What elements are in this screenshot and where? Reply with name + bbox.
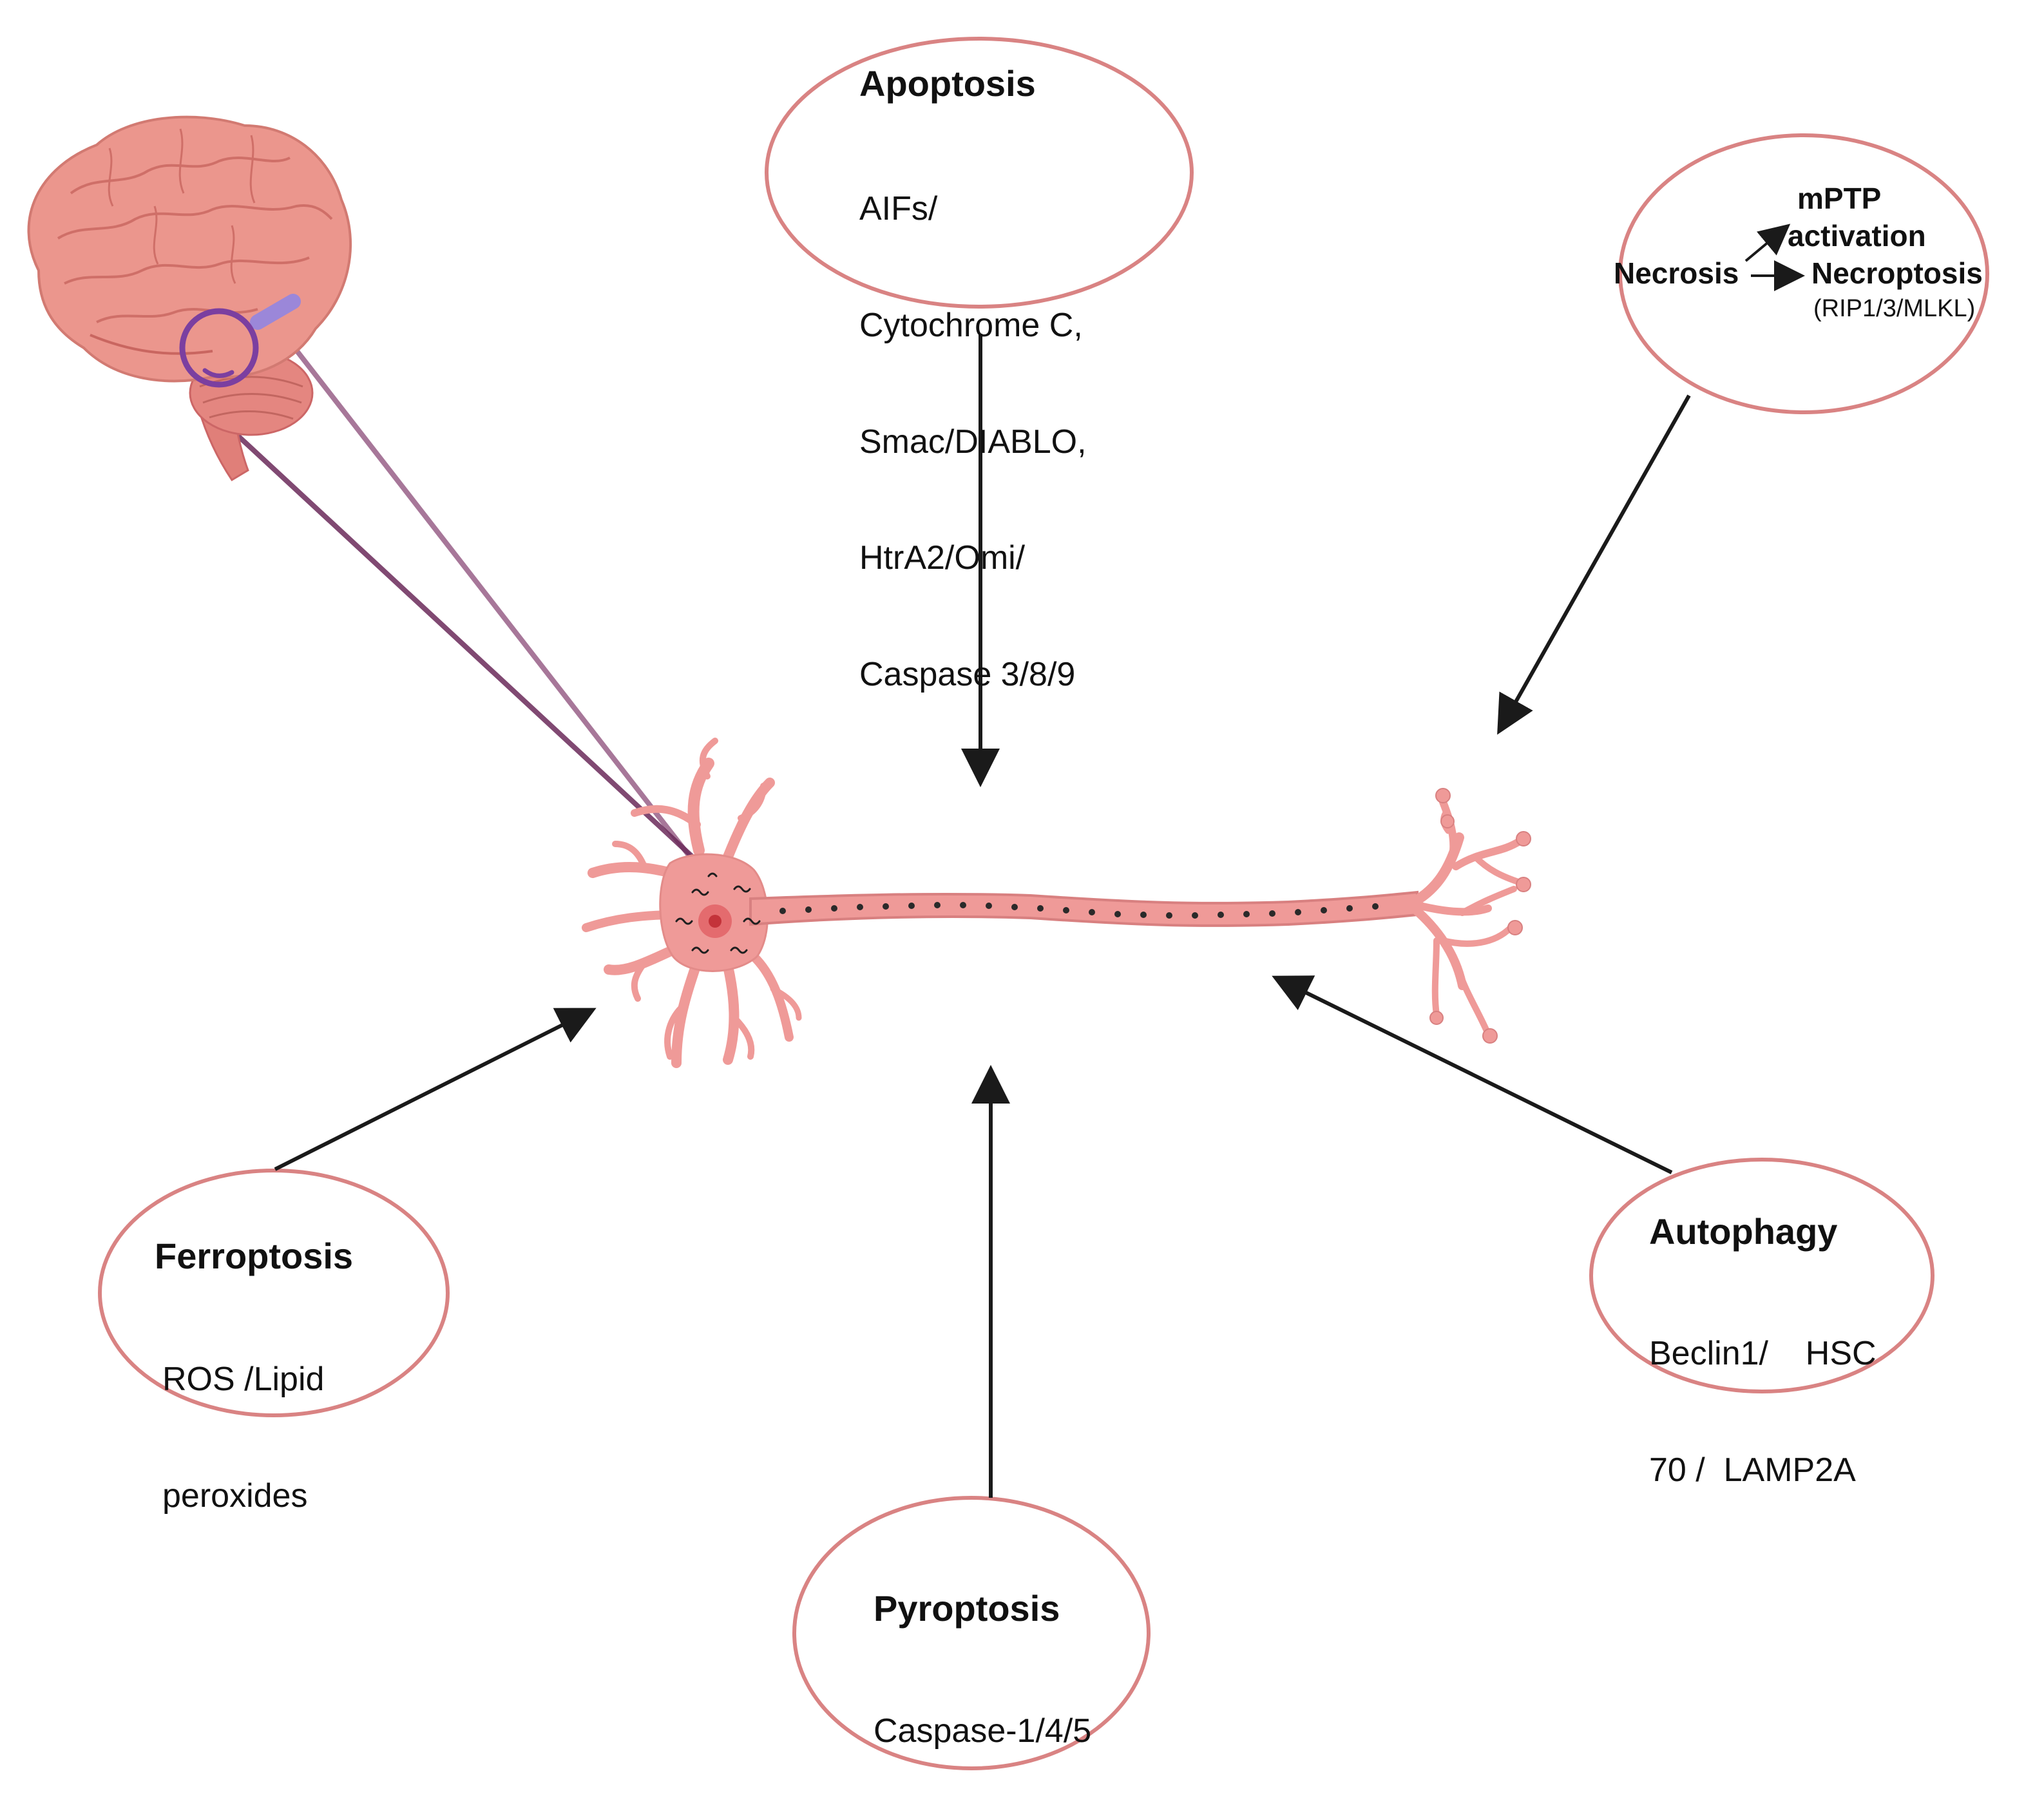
- necrosis-to-mptp-arrow: [1744, 224, 1791, 262]
- autophagy-line: 70 / LAMP2A: [1649, 1451, 1856, 1489]
- apoptosis-line: Caspase 3/8/9: [859, 656, 1076, 694]
- ferroptosis-ellipse: [98, 1169, 450, 1417]
- zoom-line-upper: [274, 323, 695, 862]
- necrosis-arrow: [1497, 394, 1691, 735]
- activation-label: activation: [1788, 219, 1926, 253]
- autophagy-title: Autophagy: [1649, 1211, 1838, 1252]
- autophagy-details: Beclin1/ HSC 70 / LAMP2A: [1649, 1256, 1877, 1528]
- apoptosis-details: AIFs/ Cytochrome C, Smac/DIABLO, HtrA2/O…: [859, 111, 1087, 733]
- ferroptosis-line: ROS /Lipid: [162, 1360, 325, 1398]
- brain-icon: [27, 115, 352, 482]
- apoptosis-title: Apoptosis: [859, 63, 1036, 104]
- autophagy-line: Beclin1/ HSC: [1649, 1334, 1877, 1372]
- necroptosis-label: Necroptosis: [1811, 256, 1983, 290]
- necrosis-label: Necrosis: [1614, 256, 1739, 290]
- mptp-label: mPTP: [1797, 182, 1882, 215]
- apoptosis-line: Cytochrome C,: [859, 306, 1083, 344]
- apoptosis-line: Smac/DIABLO,: [859, 423, 1087, 461]
- ferroptosis-arrow: [274, 1008, 597, 1171]
- autophagy-arrow: [1272, 975, 1673, 1174]
- pyroptosis-ellipse: [792, 1496, 1151, 1770]
- ferroptosis-details: ROS /Lipid peroxides: [162, 1282, 324, 1554]
- apoptosis-ellipse: [765, 37, 1194, 309]
- pyroptosis-details: Caspase-1/4/5: [874, 1634, 1091, 1789]
- apoptosis-line: AIFs/: [859, 189, 938, 227]
- ferroptosis-title: Ferroptosis: [155, 1236, 354, 1276]
- pyroptosis-title: Pyroptosis: [874, 1588, 1060, 1629]
- rip-label: (RIP1/3/MLKL): [1813, 295, 1976, 322]
- pyroptosis-line: Caspase-1/4/5: [874, 1712, 1092, 1750]
- necrosis-ellipse: [1618, 133, 1989, 414]
- magnifier-icon: [179, 294, 301, 388]
- autophagy-ellipse: [1589, 1158, 1934, 1393]
- neuron-icon: [582, 738, 1531, 1068]
- zoom-line-lower: [211, 410, 694, 859]
- apoptosis-line: HtrA2/Omi/: [859, 539, 1026, 577]
- ferroptosis-line: peroxides: [162, 1477, 308, 1515]
